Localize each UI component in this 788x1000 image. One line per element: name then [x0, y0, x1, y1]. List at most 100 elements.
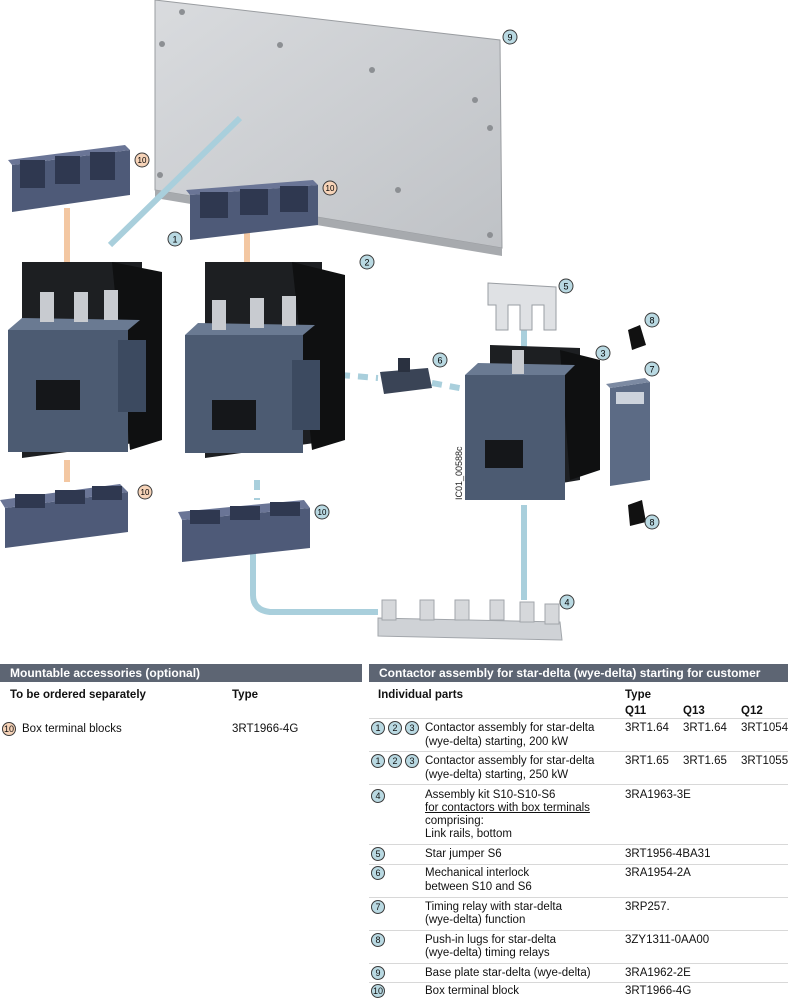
row-number-1: 1	[371, 754, 385, 768]
row-q11: 3ZY1311-0AA00	[625, 934, 710, 946]
svg-text:8: 8	[649, 316, 654, 326]
row-item-line: (wye-delta) starting, 200 kW	[425, 736, 569, 748]
callout-10-top-right: 10	[322, 180, 338, 196]
row-q13: 3RT1.65	[683, 755, 727, 767]
document-id: IC01_00588c	[454, 446, 464, 500]
row-item-line: (wye-delta) function	[425, 914, 526, 926]
callout-5: 5	[558, 278, 574, 294]
svg-text:4: 4	[564, 598, 569, 608]
right-col-q13-header: Q13	[683, 705, 705, 717]
row-separator	[369, 930, 788, 931]
row-q11: 3RA1962-2E	[625, 967, 691, 979]
row-item-line: Star jumper S6	[425, 848, 502, 860]
row-number-1: 1	[371, 721, 385, 735]
right-col-q11-header: Q11	[625, 705, 647, 717]
row-item-line: Box terminal block	[425, 985, 519, 997]
row-number-10: 10	[371, 984, 385, 998]
row-separator	[369, 751, 788, 752]
row-q11: 3RT1966-4G	[625, 985, 692, 997]
row-separator	[369, 963, 788, 964]
row-item-line: Push-in lugs for star-delta	[425, 934, 557, 946]
row-item-line: Base plate star-delta (wye-delta)	[425, 967, 591, 979]
row-separator	[369, 864, 788, 865]
svg-text:10: 10	[141, 488, 150, 497]
callout-3: 3	[595, 345, 611, 361]
row-q11: 3RT1.65	[625, 755, 669, 767]
assembly-diagram: IC01_00588c 1 2 3 4 5 6 7 8 8 9 10 10 10…	[0, 0, 660, 641]
row-q13: 3RT1.64	[683, 722, 727, 734]
row-q12: 3RT1054	[741, 722, 788, 734]
row-item-line: (wye-delta) timing relays	[425, 947, 550, 959]
box-terminal-block-bottom-right	[178, 500, 310, 562]
row-q11: 3RT1.64	[625, 722, 669, 734]
row-number-6: 6	[371, 866, 385, 880]
row-item-line: Assembly kit S10-S10-S6	[425, 789, 556, 801]
svg-text:9: 9	[507, 33, 512, 43]
svg-text:7: 7	[649, 365, 654, 375]
timing-relay	[606, 378, 650, 486]
box-terminal-block-bottom-left	[0, 484, 128, 548]
row-number-9: 9	[371, 966, 385, 980]
svg-text:3: 3	[600, 349, 605, 359]
row-number-5: 5	[371, 847, 385, 861]
left-row-type: 3RT1966-4G	[232, 723, 299, 735]
svg-text:8: 8	[649, 518, 654, 528]
left-row-number: 10	[2, 722, 16, 736]
row-item-line: for contactors with box terminals	[425, 802, 590, 814]
row-item-line: (wye-delta) starting, 250 kW	[425, 769, 569, 781]
callout-7: 7	[644, 361, 660, 377]
row-separator	[369, 844, 788, 845]
svg-text:2: 2	[364, 258, 369, 268]
link-rails	[377, 599, 563, 641]
row-number-4: 4	[371, 789, 385, 803]
row-q11: 3RA1954-2A	[625, 867, 691, 879]
svg-text:10: 10	[138, 156, 147, 165]
right-table-header: Contactor assembly for star-delta (wye-d…	[369, 664, 788, 698]
row-item-line: Link rails, bottom	[425, 828, 512, 840]
callout-10-bottom-right: 10	[314, 504, 330, 520]
callout-8-bottom: 8	[644, 514, 660, 530]
callout-1: 1	[167, 231, 183, 247]
box-terminal-block-top-left	[8, 145, 130, 212]
right-col-type-header: Type	[625, 689, 651, 701]
svg-text:10: 10	[318, 508, 327, 517]
row-item-line: Mechanical interlock	[425, 867, 530, 879]
row-q12: 3RT1055	[741, 755, 788, 767]
callout-6: 6	[432, 352, 448, 368]
row-number-3: 3	[405, 721, 419, 735]
callout-9: 9	[502, 29, 518, 45]
mechanical-interlock	[380, 358, 432, 394]
star-jumper	[487, 282, 557, 331]
left-row-item: Box terminal blocks	[22, 723, 122, 735]
row-number-2: 2	[388, 754, 402, 768]
callout-10-top-left: 10	[134, 152, 150, 168]
svg-text:10: 10	[326, 184, 335, 193]
callout-4: 4	[559, 594, 575, 610]
left-table-header: Mountable accessories (optional)	[0, 664, 362, 682]
row-number-3: 3	[405, 754, 419, 768]
row-q11: 3RT1956-4BA31	[625, 848, 711, 860]
svg-text:1: 1	[172, 235, 177, 245]
push-in-lug-bottom	[628, 500, 646, 526]
row-q11: 3RP257.	[625, 901, 670, 913]
callout-10-bottom-left: 10	[137, 484, 153, 500]
svg-text:5: 5	[563, 282, 568, 292]
row-item-line: Contactor assembly for star-delta	[425, 755, 595, 767]
row-item-line: comprising:	[425, 815, 484, 827]
left-col-item-header: To be ordered separately	[10, 689, 146, 701]
row-item-line: Contactor assembly for star-delta	[425, 722, 595, 734]
callout-2: 2	[359, 254, 375, 270]
row-separator	[369, 718, 788, 719]
row-number-8: 8	[371, 933, 385, 947]
contactor-3	[465, 345, 600, 500]
box-terminal-block-top-right	[186, 180, 318, 240]
push-in-lug-top	[628, 325, 646, 350]
row-number-2: 2	[388, 721, 402, 735]
right-col-item-header: Individual parts	[378, 689, 463, 701]
callout-8-top: 8	[644, 312, 660, 328]
row-item-line: Timing relay with star-delta	[425, 901, 562, 913]
contactor-2	[185, 262, 345, 458]
row-item-line: between S10 and S6	[425, 881, 532, 893]
svg-text:6: 6	[437, 356, 442, 366]
left-col-type-header: Type	[232, 689, 258, 701]
